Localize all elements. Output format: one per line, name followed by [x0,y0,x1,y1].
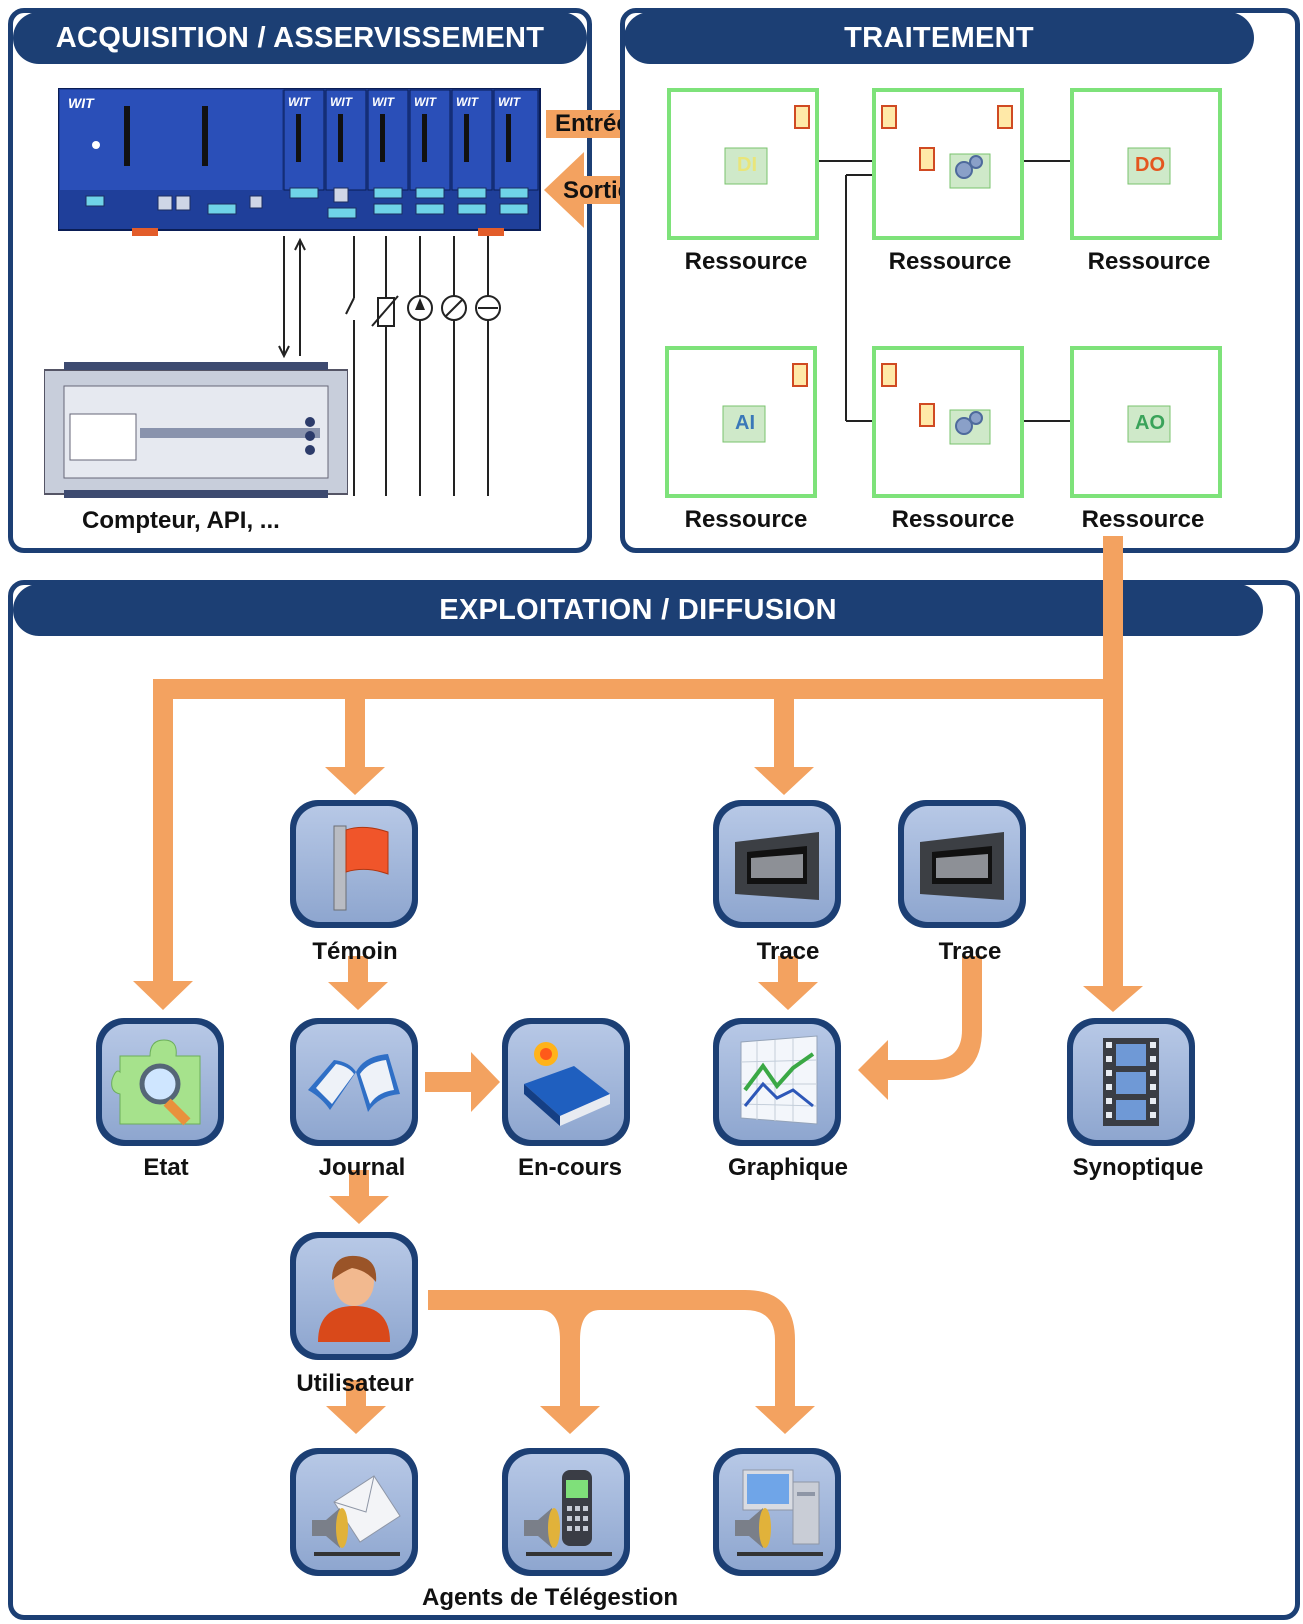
graphique-tile[interactable] [713,1018,841,1146]
sensor-wiring [278,236,501,496]
svg-text:WIT: WIT [288,95,312,109]
svg-text:WIT: WIT [498,95,522,109]
email-speaker-icon [312,1475,401,1556]
resource-do-box[interactable]: DO [1070,88,1222,240]
synoptique-label: Synoptique [1072,1154,1204,1181]
computer-speaker-icon [735,1469,823,1556]
resource-label: Ressource [891,506,1015,533]
resource-ao-badge: AO [1135,412,1165,434]
resource-label: Ressource [1081,506,1205,533]
resource-label: Ressource [684,248,808,275]
film-strip-icon [1103,1038,1159,1126]
svg-text:WIT: WIT [68,95,95,111]
puzzle-magnifier-icon [111,1039,201,1126]
resource-di-box[interactable]: DI [667,88,819,240]
acquisition-title: ACQUISITION / ASSERVISSEMENT [13,12,587,64]
resource-di-badge: DI [737,154,757,176]
email-agent-tile[interactable] [290,1448,418,1576]
journal-tile[interactable] [290,1018,418,1146]
resource-ai-box[interactable]: AI [665,346,817,498]
temoin-label: Témoin [312,938,398,965]
svg-text:WIT: WIT [372,95,396,109]
etat-label: Etat [143,1154,189,1181]
trace-tile[interactable] [898,800,1026,928]
trace-label: Trace [938,938,1002,965]
acquisition-caption: Compteur, API, ... [82,507,280,534]
line-chart-icon [740,1035,818,1125]
resource-processing-box[interactable] [872,88,1024,240]
traitement-title: TRAITEMENT [624,12,1254,64]
svg-text:WIT: WIT [414,95,438,109]
encours-label: En-cours [517,1154,622,1181]
open-book-icon [308,1054,400,1112]
alert-book-icon [524,1042,610,1126]
trace-label: Trace [756,938,820,965]
trace-tile[interactable] [713,800,841,928]
trace-recorder-icon [735,832,819,900]
encours-tile[interactable] [502,1018,630,1146]
plc-device-image: WIT WIT WIT WIT WIT WIT WIT [58,88,541,236]
utilisateur-label: Utilisateur [296,1370,414,1397]
resource-ao-box[interactable]: AO [1070,346,1222,498]
svg-text:WIT: WIT [330,95,354,109]
utilisateur-tile[interactable] [290,1232,418,1360]
synoptique-tile[interactable] [1067,1018,1195,1146]
exploitation-title: EXPLOITATION / DIFFUSION [13,584,1263,636]
flag-icon [333,825,389,911]
user-icon [318,1255,390,1342]
computer-agent-tile[interactable] [713,1448,841,1576]
resource-ai-badge: AI [735,412,755,434]
journal-label: Journal [318,1154,406,1181]
phone-speaker-icon [524,1470,612,1556]
graphique-label: Graphique [727,1154,848,1181]
resource-label: Ressource [888,248,1012,275]
resource-processing-box[interactable] [872,346,1024,498]
phone-agent-tile[interactable] [502,1448,630,1576]
etat-tile[interactable] [96,1018,224,1146]
counter-device-image [44,362,348,498]
resource-label: Ressource [684,506,808,533]
resource-do-badge: DO [1135,154,1165,176]
temoin-tile[interactable] [290,800,418,928]
trace-recorder-icon [920,832,1004,900]
resource-label: Ressource [1087,248,1211,275]
svg-text:WIT: WIT [456,95,480,109]
agents-label: Agents de Télégestion [422,1584,679,1611]
